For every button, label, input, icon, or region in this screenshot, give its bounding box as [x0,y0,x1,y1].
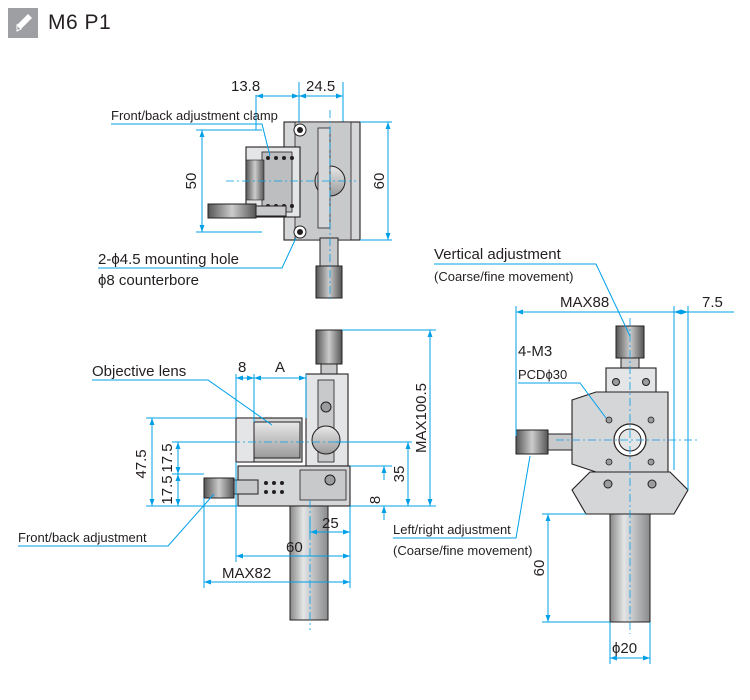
dim-50: 50 [183,173,200,190]
header: M6 P1 [8,6,111,40]
dim-60-front: 60 [531,560,548,577]
dim-7-5: 7.5 [702,294,723,311]
dim-max88: MAX88 [560,294,609,311]
side-view: Objective lens 8 A MAX100.5 47.5 17.5 17… [18,329,436,630]
label-vertical-adjustment: Vertical adjustment [434,246,562,263]
label-counterbore: ϕ8 counterbore [98,272,199,289]
label-vertical-coarse-fine: (Coarse/fine movement) [434,269,573,284]
dim-25: 25 [322,515,339,532]
top-view: 13.8 24.5 50 60 [98,78,392,300]
label-objective-lens: Objective lens [92,363,186,380]
dim-60-side: 60 [286,539,303,556]
label-pcd-30: PCDϕ30 [518,367,567,382]
label-left-right-adjustment: Left/right adjustment [393,522,511,537]
label-clamp: Front/back adjustment clamp [111,108,278,123]
dim-24-5: 24.5 [306,78,335,95]
dim-13-8: 13.8 [231,78,260,95]
pencil-icon [8,8,38,38]
label-left-right-coarse-fine: (Coarse/fine movement) [393,543,532,558]
dim-8-top: 8 [238,359,246,376]
dim-17-5-upper: 17.5 [159,443,176,472]
dim-A: A [275,359,285,376]
dim-max82: MAX82 [222,565,271,582]
label-4-m3: 4-M3 [518,343,552,360]
dim-47-5: 47.5 [133,449,150,478]
dim-35: 35 [391,466,408,483]
dim-60-top: 60 [371,173,388,190]
front-view: Vertical adjustment (Coarse/fine movemen… [393,246,734,664]
dim-17-5-lower: 17.5 [159,475,176,504]
page-title: M6 P1 [48,11,112,34]
label-mount-hole: 2-ϕ4.5 mounting hole [98,251,239,268]
label-front-back-adjustment: Front/back adjustment [18,530,147,545]
dim-phi-20: ϕ20 [612,640,637,657]
dim-8-side: 8 [367,496,384,504]
dim-max100-5: MAX100.5 [413,383,430,453]
